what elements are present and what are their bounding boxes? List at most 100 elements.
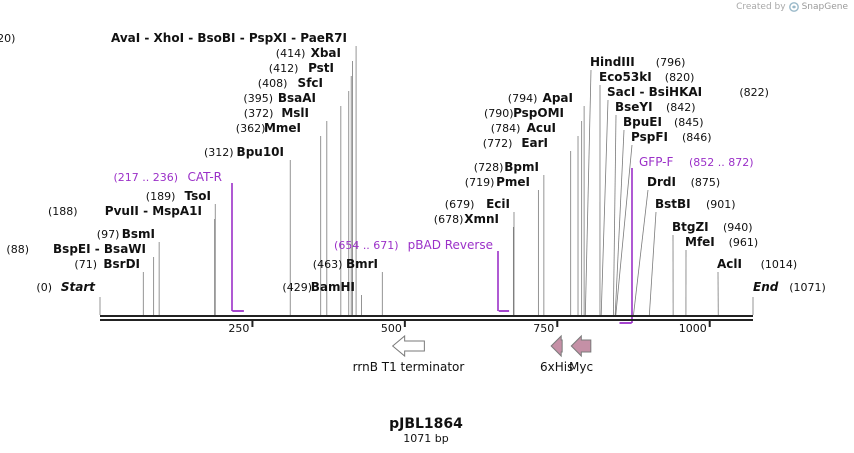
ruler-tick-250: 250	[228, 321, 254, 335]
primer-pbad-reverse[interactable]: pBAD Reverse(654 .. 671)	[334, 238, 510, 312]
site-avai-xhoi-bsobi-pspxi-paer7i: AvaI - XhoI - BsoBI - PspXI - PaeR7I(420…	[0, 31, 357, 315]
site-eco53ki: Eco53kI (820)	[599, 70, 695, 316]
site-end: End(1071)	[752, 280, 826, 315]
site-start: Start(0)	[36, 280, 101, 315]
site-position: (429)	[282, 281, 312, 294]
tick-label: 250	[228, 322, 249, 335]
site-line	[615, 144, 633, 316]
site-name: PstI	[308, 61, 334, 75]
site-acli: AclI (1014)	[717, 257, 798, 316]
site-line	[612, 114, 617, 316]
credit-prefix: Created by	[736, 2, 786, 12]
site-name: Eco53kI	[599, 70, 652, 84]
site-name: BseYI	[615, 100, 653, 114]
site-name: ApaI	[543, 91, 573, 105]
site-name: EarI	[521, 136, 548, 150]
primer-gfp-f[interactable]: GFP-F(852 .. 872)	[619, 155, 754, 324]
ruler-tick-500: 500	[381, 321, 406, 335]
site-pvuii-mspa1i: PvuII - MspA1I(188)	[48, 204, 216, 315]
site-line	[584, 69, 592, 316]
site-name: BamHI	[311, 280, 355, 294]
site-position: (0)	[36, 281, 52, 294]
plasmid-name: pJBL1864	[389, 416, 463, 432]
site-line	[633, 189, 649, 316]
feature-label: rrnB T1 terminator	[353, 360, 465, 374]
site-line	[614, 129, 625, 316]
site-position: (463)	[313, 258, 343, 271]
site-position: (412)	[269, 62, 299, 75]
site-bstbi: BstBI(901)	[648, 197, 736, 316]
site-position: (772)	[483, 137, 513, 150]
site-name: Bpu10I	[237, 145, 284, 159]
primer-cat-r[interactable]: CAT-R(217 .. 236)	[113, 170, 244, 312]
site-position: (414)	[276, 47, 306, 60]
site-position: (790)	[484, 107, 514, 120]
restriction-sites: Start(0)BsrDI(71)BspEI - BsaWI(88)BsmI(9…	[0, 31, 826, 316]
site-bpmi: BpmI(728)	[474, 160, 545, 315]
site-msli: MslI(372)	[244, 106, 328, 315]
site-name: BpuEI	[623, 115, 662, 129]
site-line	[648, 211, 657, 316]
site-name: DrdI	[647, 175, 676, 189]
tick-label: 750	[533, 322, 554, 335]
site-bmri: BmrI(463)	[313, 257, 383, 315]
site-name: BsmI	[122, 227, 155, 241]
site-position: (961)	[729, 236, 759, 249]
site-bpuei: BpuEI (845)	[614, 115, 704, 316]
site-position: (794)	[508, 92, 538, 105]
site-tsoi: TsoI (189)	[146, 189, 216, 315]
site-position: (820)	[665, 71, 695, 84]
site-name: XbaI	[311, 46, 341, 60]
site-bsrdi: BsrDI(71)	[74, 257, 144, 315]
site-saci-bsihkai: SacI - BsiHKAI(822)	[600, 85, 769, 316]
site-name: HindIII	[590, 55, 635, 69]
site-bsmi: BsmI(97)	[97, 227, 160, 315]
site-position: (842)	[666, 101, 696, 114]
site-name: TsoI	[185, 189, 211, 203]
site-apai: ApaI (794)	[508, 91, 585, 315]
primer-range: (217 .. 236)	[113, 171, 178, 184]
site-position: (312)	[204, 146, 234, 159]
site-position: (188)	[48, 205, 78, 218]
site-psti: PstI (412)	[269, 61, 352, 315]
site-name: PspFI	[631, 130, 668, 144]
site-line	[600, 99, 609, 316]
site-xmni: XmnI(678)	[434, 212, 514, 315]
site-ecii: EciI(679)	[445, 197, 515, 315]
site-position: (1014)	[761, 258, 798, 271]
feature-6xhis[interactable]: 6xHis	[540, 334, 573, 374]
snapgene-logo-icon	[788, 2, 799, 12]
feature-label: 6xHis	[540, 360, 573, 374]
feature-rrnb-t1-terminator[interactable]: rrnB T1 terminator	[353, 334, 465, 374]
tick-label: 1000	[679, 322, 707, 335]
site-position: (796)	[656, 56, 686, 69]
site-position: (395)	[243, 92, 273, 105]
site-mfei: MfeI(961)	[685, 235, 759, 316]
terminator-arrow-icon	[391, 334, 425, 358]
primer-name: GFP-F	[639, 155, 674, 169]
site-name: MmeI	[264, 121, 301, 135]
primer-name: pBAD Reverse	[408, 238, 493, 252]
site-position: (420)	[0, 32, 15, 45]
ruler-tick-1000: 1000	[679, 321, 711, 335]
site-pmei: PmeI(719)	[465, 175, 539, 315]
site-bspei-bsawi: BspEI - BsaWI(88)	[6, 242, 155, 315]
site-hindiii: HindIII (796)	[584, 55, 686, 316]
site-name: BpmI	[504, 160, 539, 174]
site-position: (784)	[491, 122, 521, 135]
site-eari: EarI (772)	[483, 136, 572, 315]
feature-arrow-icon	[550, 334, 563, 358]
ruler-tick-750: 750	[533, 321, 559, 335]
site-position: (875)	[691, 176, 721, 189]
site-position: (845)	[674, 116, 704, 129]
site-position: (189)	[146, 190, 176, 203]
site-name: PspOMI	[513, 106, 564, 120]
site-name: AclI	[717, 257, 742, 271]
plasmid-length: 1071 bp	[403, 432, 448, 445]
site-acui: AcuI(784)	[491, 121, 579, 315]
feature-myc[interactable]: Myc	[569, 334, 593, 374]
site-name: BtgZI	[672, 220, 709, 234]
site-name: EciI	[486, 197, 510, 211]
